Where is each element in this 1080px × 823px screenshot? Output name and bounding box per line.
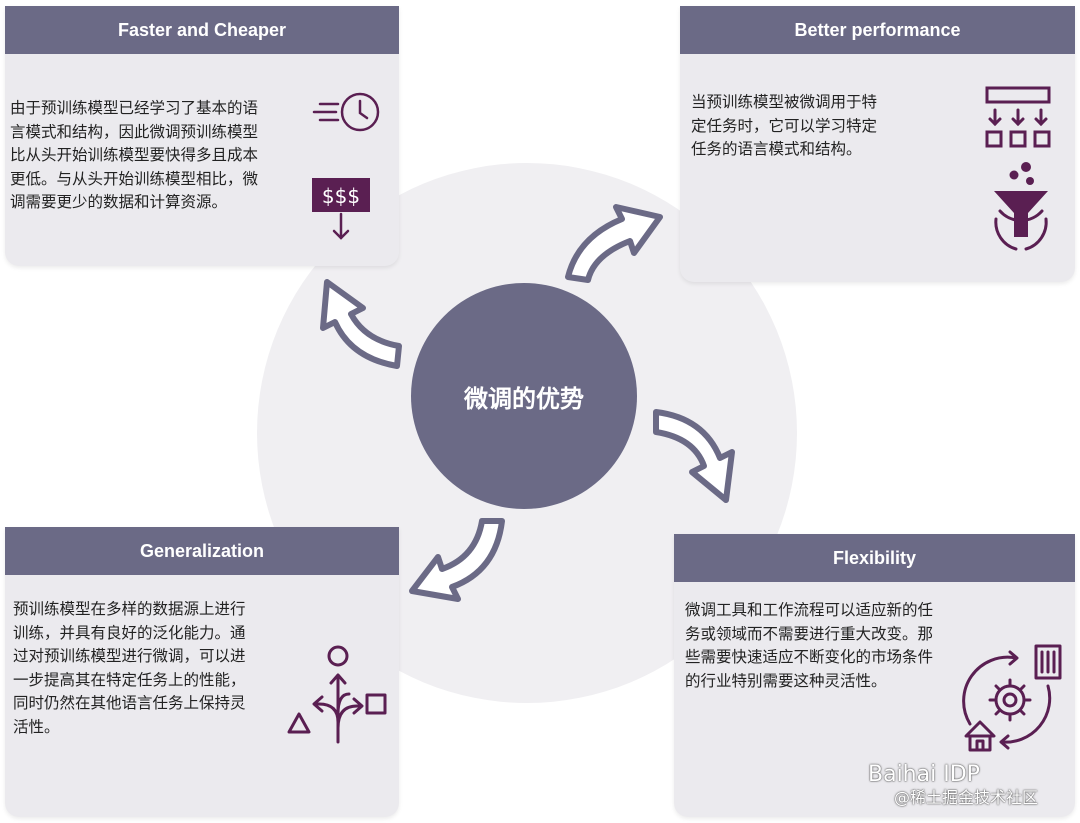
watermark-main: Baihai IDP [868, 762, 980, 787]
center-circle: 微调的优势 [411, 283, 637, 509]
sort-boxes-icon [985, 86, 1051, 148]
workflow-cycle-icon [962, 644, 1062, 752]
text-line: 当预训练模型被微调用于特 [691, 93, 878, 111]
text-line: 些需要快速适应不断变化的市场条件 [685, 648, 934, 666]
text-line: 更低。与从头开始训练模型相比，微 [10, 169, 259, 188]
card-text: 微调工具和工作流程可以适应新的任 务或领域而不需要进行重大改变。那 些需要快速适… [685, 599, 985, 693]
text-line: 一步提高其在特定任务上的性能， [13, 670, 246, 689]
dollar-down-icon: $$$ [312, 178, 370, 240]
dollar-text: $$$ [322, 184, 360, 208]
text-line: 同时仍然在其他语言任务上保持灵 [13, 694, 246, 712]
text-line: 微调工具和工作流程可以适应新的任 [685, 601, 934, 619]
card-title: Faster and Cheaper [5, 6, 399, 54]
funnel-icon [994, 162, 1048, 251]
card-flexibility: Flexibility 微调工具和工作流程可以适应新的任 务或领域而不需要进行重… [674, 534, 1075, 817]
text-line: 比从头开始训练模型要快得多且成本 [10, 146, 259, 164]
text-line: 过对预训练模型进行微调，可以进 [13, 647, 246, 665]
text-line: 活性。 [13, 717, 60, 736]
arrow-to-flexibility [653, 409, 735, 503]
center-title: 微调的优势 [464, 384, 584, 413]
text-line: 训练，并具有良好的泛化能力。通 [13, 623, 246, 642]
text-line: 调需要更少的数据和计算资源。 [10, 193, 228, 211]
text-line: 任务的语言模式和结构。 [691, 140, 862, 158]
text-line: 由于预训练模型已经学习了基本的语 [10, 99, 259, 117]
direction-shapes-icon [287, 645, 387, 744]
card-generalization: Generalization 预训练模型在多样的数据源上进行 训练，并具有良好的… [5, 527, 399, 817]
text-line: 务或领域而不需要进行重大改变。那 [685, 624, 934, 643]
text-line: 的行业特别需要这种灵活性。 [685, 671, 887, 690]
card-faster-cheaper: Faster and Cheaper 由于预训练模型已经学习了基本的语 言模式和… [5, 6, 399, 266]
card-title: Generalization [5, 527, 399, 575]
clock-icon [312, 92, 380, 132]
arrow-to-faster-cheaper [320, 279, 402, 369]
watermark: Baihai IDP @稀土掘金技术社区 [868, 762, 1038, 807]
arrow-to-generalization [409, 518, 505, 602]
card-text: 当预训练模型被微调用于特 定任务时，它可以学习特定 任务的语言模式和结构。 [691, 91, 951, 162]
watermark-sub: @稀土掘金技术社区 [894, 788, 1039, 807]
text-line: 言模式和结构，因此微调预训练模型 [10, 122, 259, 141]
card-text: 由于预训练模型已经学习了基本的语 言模式和结构，因此微调预训练模型 比从头开始训… [10, 97, 310, 215]
text-line: 预训练模型在多样的数据源上进行 [13, 600, 246, 618]
card-title: Better performance [680, 6, 1075, 54]
card-better-performance: Better performance 当预训练模型被微调用于特 定任务时，它可以… [680, 6, 1075, 282]
card-title: Flexibility [674, 534, 1075, 582]
arrow-to-better-performance [565, 204, 663, 283]
card-text: 预训练模型在多样的数据源上进行 训练，并具有良好的泛化能力。通 过对预训练模型进… [13, 598, 297, 739]
text-line: 定任务时，它可以学习特定 [691, 116, 878, 135]
